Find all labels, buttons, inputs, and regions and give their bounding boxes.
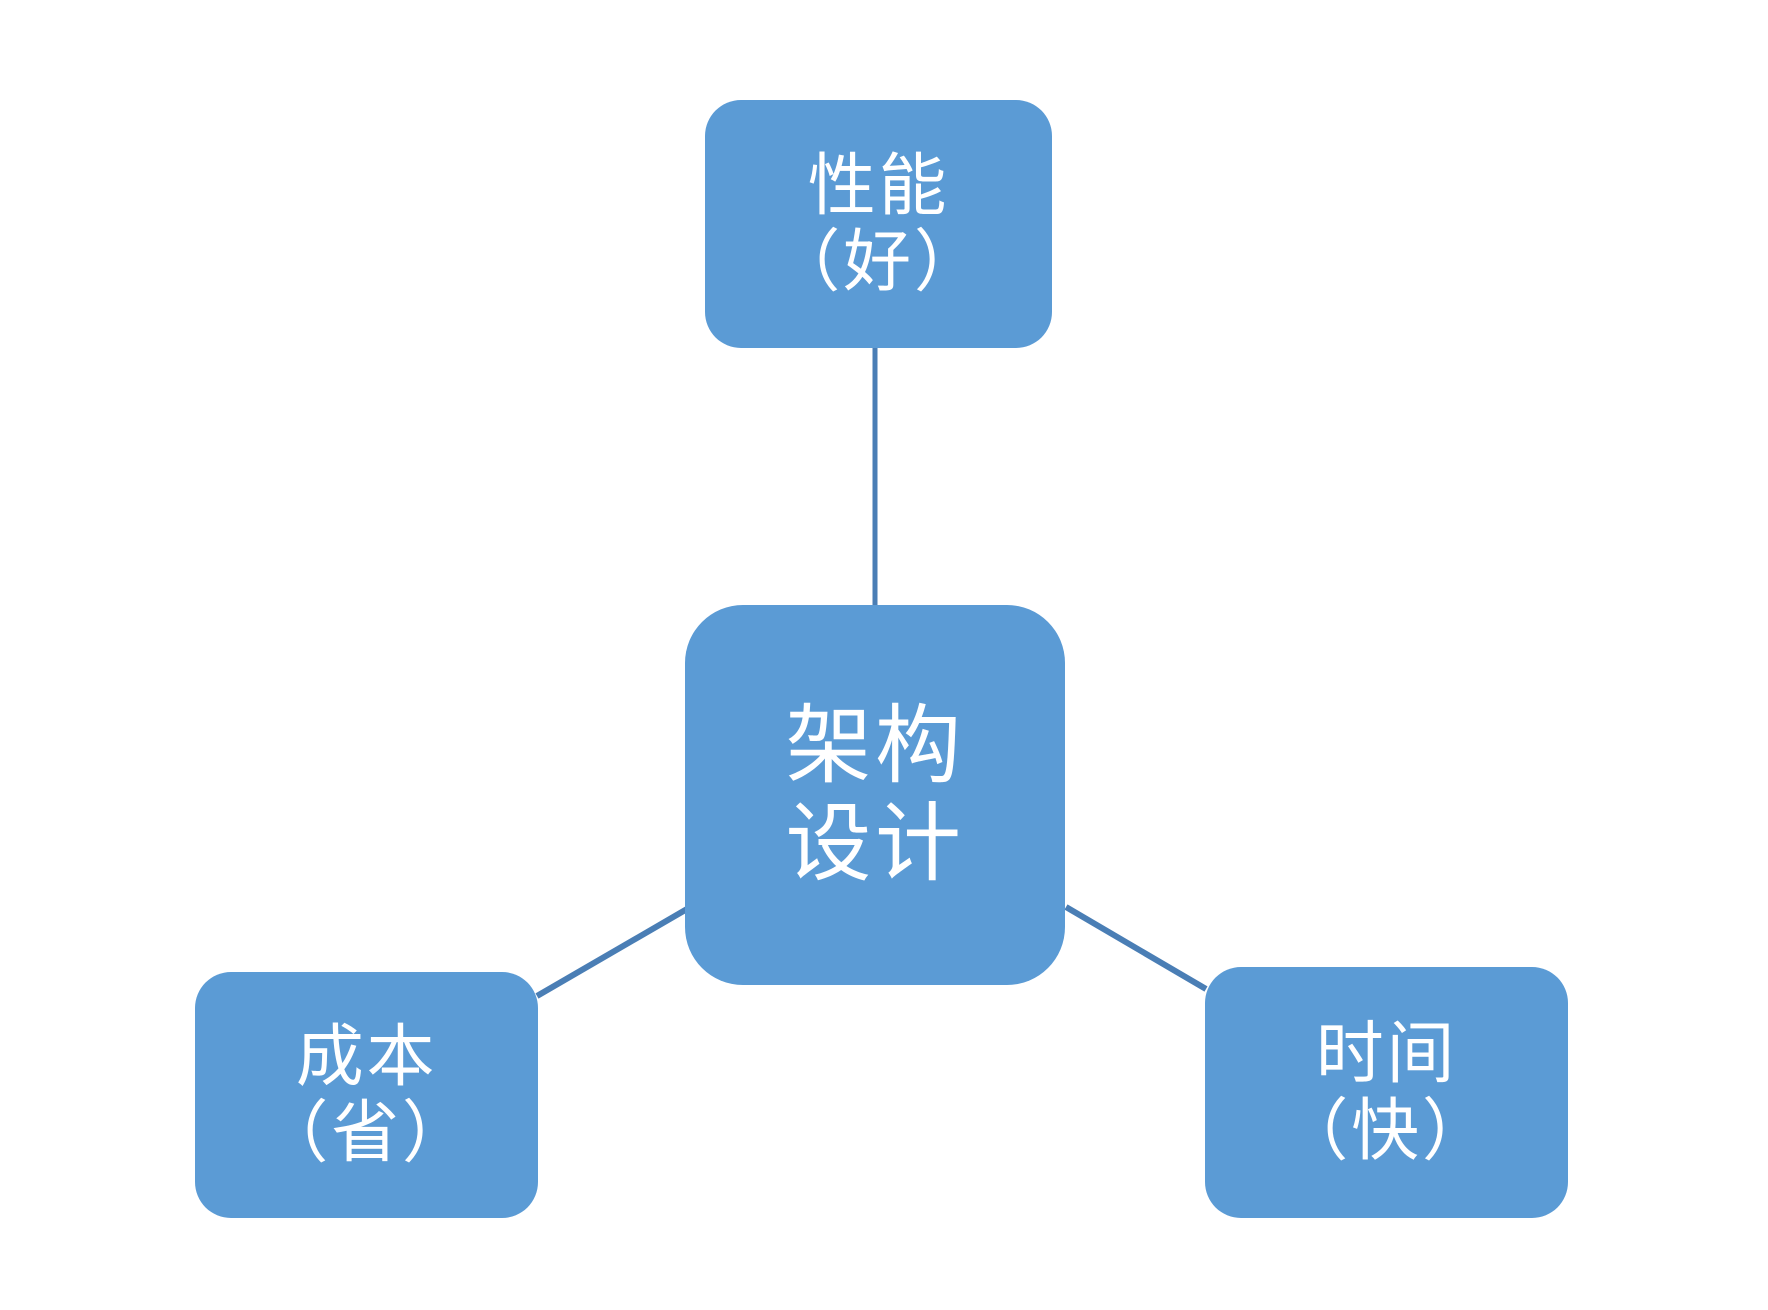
node-performance-line-1: 性能 xyxy=(807,147,950,224)
node-architecture-design[interactable]: 架构 设计 xyxy=(685,605,1065,985)
node-time-line-1: 时间 xyxy=(1315,1016,1458,1093)
node-cost-line-1: 成本 xyxy=(295,1018,438,1095)
node-cost[interactable]: 成本 （省） xyxy=(195,972,538,1218)
node-architecture-design-line-1: 架构 xyxy=(785,697,965,794)
node-time[interactable]: 时间 （快） xyxy=(1205,967,1568,1218)
node-time-line-2: （快） xyxy=(1280,1092,1493,1169)
connector-center-to-time xyxy=(1064,904,1208,992)
node-cost-line-2: （省） xyxy=(260,1095,473,1171)
connector-center-to-cost xyxy=(535,906,689,999)
node-architecture-design-line-2: 设计 xyxy=(785,796,965,892)
node-performance[interactable]: 性能 （好） xyxy=(705,100,1052,348)
node-performance-line-2: （好） xyxy=(772,224,985,300)
